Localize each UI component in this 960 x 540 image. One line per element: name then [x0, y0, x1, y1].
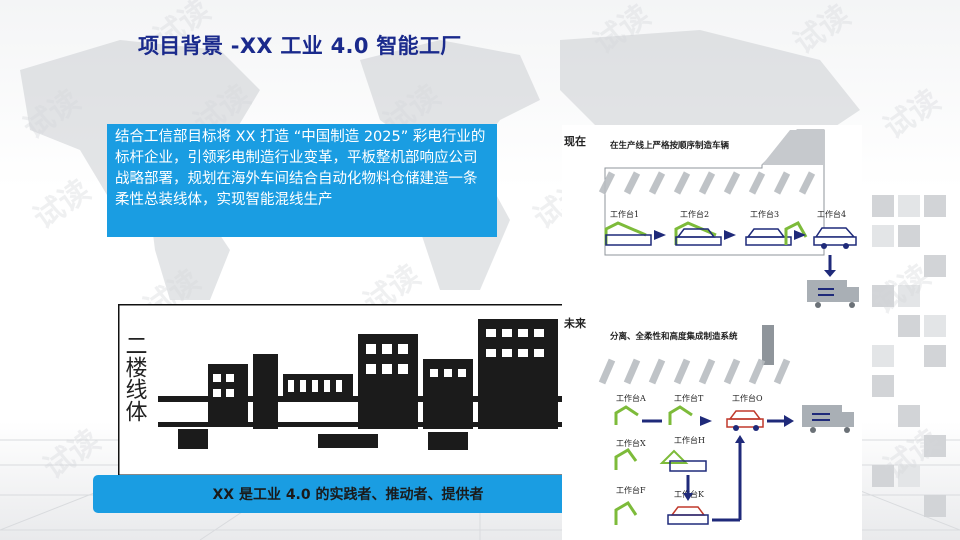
present-line-stations: [604, 221, 857, 249]
future-output-truck: [802, 405, 854, 433]
present-label: 现在: [564, 134, 586, 148]
production-comparison-diagram: 现在 在生产线上严格按顺序制造车辆 工作台1 工作台2 工作台3 工作台4: [562, 125, 862, 540]
station-4-label: 工作台4: [817, 209, 846, 219]
floor-plan-image: 二楼线体: [116, 302, 567, 478]
present-output-truck: [807, 255, 859, 308]
intro-text: 结合工信部目标将 XX 打造 “中国制造 2025” 彩电行业的标杆企业，引领彩…: [115, 129, 486, 208]
station-o-label: 工作台O: [732, 393, 763, 403]
station-3-label: 工作台3: [750, 209, 779, 219]
present-caption: 在生产线上严格按顺序制造车辆: [610, 140, 730, 151]
future-flexible-stations: [614, 405, 794, 525]
page-title: 项目背景 -XX 工业 4.0 智能工厂: [138, 34, 462, 58]
tagline-text: XX 是工业 4.0 的实践者、推动者、提供者: [212, 487, 484, 503]
station-2-label: 工作台2: [680, 209, 709, 219]
tagline-bar: XX 是工业 4.0 的实践者、推动者、提供者: [93, 475, 603, 513]
station-h-label: 工作台H: [674, 435, 705, 445]
decorative-squares: [872, 195, 946, 517]
floor-plan-label: 二楼线体: [122, 334, 148, 422]
station-t-label: 工作台T: [674, 393, 704, 403]
intro-panel: 结合工信部目标将 XX 打造 “中国制造 2025” 彩电行业的标杆企业，引领彩…: [107, 124, 497, 237]
floor-plan-drawing: 二楼线体: [116, 302, 567, 478]
station-f-label: 工作台F: [616, 485, 646, 495]
future-caption: 分离、全柔性和高度集成制造系统: [610, 331, 738, 342]
station-x-label: 工作台X: [616, 438, 646, 448]
station-1-label: 工作台1: [610, 209, 639, 219]
future-label: 未来: [563, 316, 587, 330]
station-a-label: 工作台A: [616, 393, 646, 403]
